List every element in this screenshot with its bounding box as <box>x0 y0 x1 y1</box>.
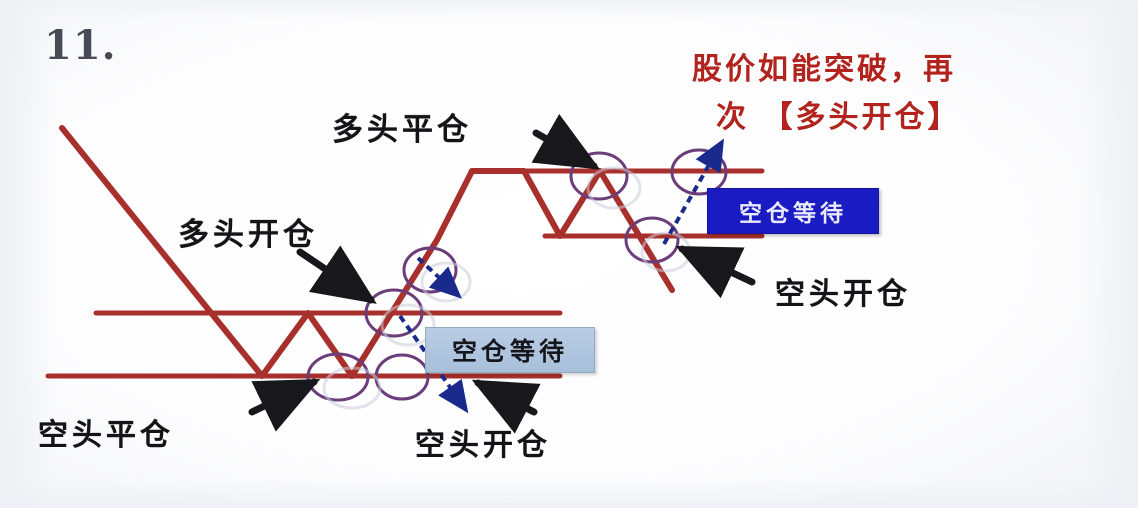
dashed-signal-arrows <box>398 138 724 414</box>
label-duotou-pingcang: 多头平仓 <box>332 112 472 148</box>
dashed-arrow-up-breakout <box>662 138 724 245</box>
price-path <box>59 125 675 379</box>
circle-duotou-kaicang <box>364 288 424 338</box>
label-kongtou-pingcang: 空头平仓 <box>38 418 174 453</box>
price-polyline <box>59 125 675 379</box>
headline-line-1: 股价如能突破，再 <box>692 44 956 88</box>
circle-kongtou-pingcang <box>306 352 370 402</box>
headline-bracket-close: 】 <box>927 100 961 135</box>
headline-text-1: 股价如能突破， <box>692 52 923 87</box>
headline-highlight: 多头开仓 <box>795 100 928 135</box>
pointer-arrows <box>248 113 756 434</box>
arrow-duotou-pingcang <box>531 113 601 170</box>
badge-wait-lower-text: 空仓等待 <box>451 337 568 366</box>
arrow-duotou-kaicang <box>296 245 377 304</box>
ghost-4 <box>586 166 642 210</box>
arrow-kongtou-pingcang <box>248 378 321 432</box>
label-kongtou-kaicang-mid: 空头开仓 <box>415 428 551 463</box>
badge-wait-lower: 空仓等待 <box>425 327 595 373</box>
headline-prefix: 次 <box>716 100 749 135</box>
ghost-1 <box>322 366 382 410</box>
headline-bracket-open: 【 <box>762 100 796 135</box>
headline-line-2: 次 【多头开仓】 <box>716 92 960 136</box>
slide-number: 11. <box>44 22 117 69</box>
badge-wait-upper: 空仓等待 <box>707 188 879 234</box>
arrow-kongtou-kaicang-right <box>675 245 756 299</box>
headline-text-1-tail: 再 <box>923 52 956 87</box>
dashed-arrow-down-1 <box>416 256 462 299</box>
circle-upper-kongtou-kaicang <box>624 216 680 264</box>
label-kongtou-kaicang-right: 空头开仓 <box>775 277 911 312</box>
label-duotou-kaicang: 多头开仓 <box>178 217 318 253</box>
ghost-2 <box>380 303 436 347</box>
arrow-kongtou-kaicang-mid <box>471 379 541 434</box>
ghost-3 <box>420 261 472 303</box>
badge-wait-upper-text: 空仓等待 <box>739 201 847 227</box>
